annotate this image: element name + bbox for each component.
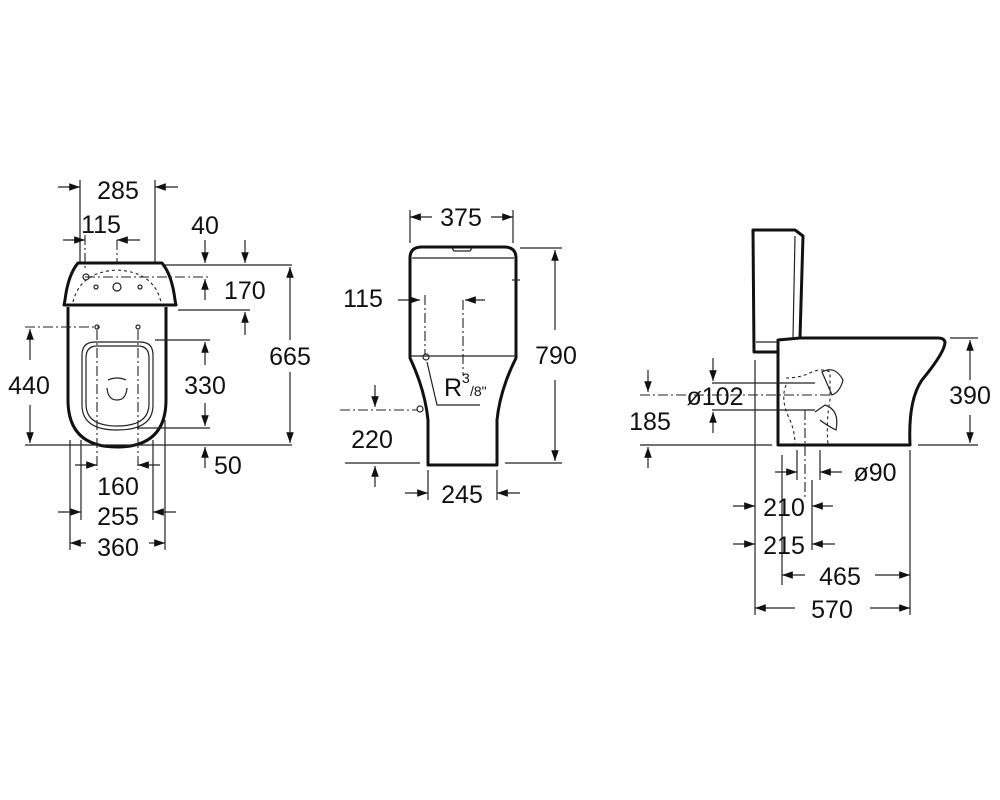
front-view: 375 115 R 3 /8" 220 790 245 xyxy=(340,204,577,509)
dim-465: 465 xyxy=(819,563,861,591)
tank-lid-outline xyxy=(62,261,178,307)
dim-d90: ø90 xyxy=(853,459,896,487)
dim-570: 570 xyxy=(811,596,853,624)
svg-text:R: R xyxy=(444,374,462,402)
tank-outline xyxy=(751,228,805,354)
bowl-outline xyxy=(66,307,168,449)
dim-440: 440 xyxy=(8,372,50,400)
dim-375: 375 xyxy=(440,204,482,232)
front-outline xyxy=(408,245,518,467)
dim-790: 790 xyxy=(535,342,577,370)
dim-115: 115 xyxy=(81,211,121,239)
svg-text:3: 3 xyxy=(462,370,470,386)
dim-285: 285 xyxy=(97,177,139,205)
dim-160: 160 xyxy=(97,473,139,501)
dim-665: 665 xyxy=(269,343,311,371)
dim-115-front: 115 xyxy=(343,285,383,313)
dim-50: 50 xyxy=(214,452,242,480)
dim-390: 390 xyxy=(949,382,991,410)
side-view: 390 ø102 185 ø90 210 215 465 570 xyxy=(629,228,991,624)
dim-255: 255 xyxy=(97,503,139,531)
dim-245: 245 xyxy=(441,481,483,509)
bowl-outline xyxy=(776,336,947,447)
thread-size-label: R 3 /8" xyxy=(444,370,487,402)
dim-215: 215 xyxy=(763,532,805,560)
dim-40: 40 xyxy=(191,212,219,240)
svg-text:/8": /8" xyxy=(470,383,487,399)
top-view: 285 115 40 170 665 440 330 50 160 255 36… xyxy=(8,177,311,562)
dim-210: 210 xyxy=(763,494,805,522)
dim-330: 330 xyxy=(184,372,226,400)
dim-185: 185 xyxy=(629,408,671,436)
dim-220: 220 xyxy=(351,426,393,454)
seat-outline xyxy=(81,341,154,431)
dim-360: 360 xyxy=(97,534,139,562)
dim-170: 170 xyxy=(224,277,266,305)
dim-d102: ø102 xyxy=(687,383,744,411)
